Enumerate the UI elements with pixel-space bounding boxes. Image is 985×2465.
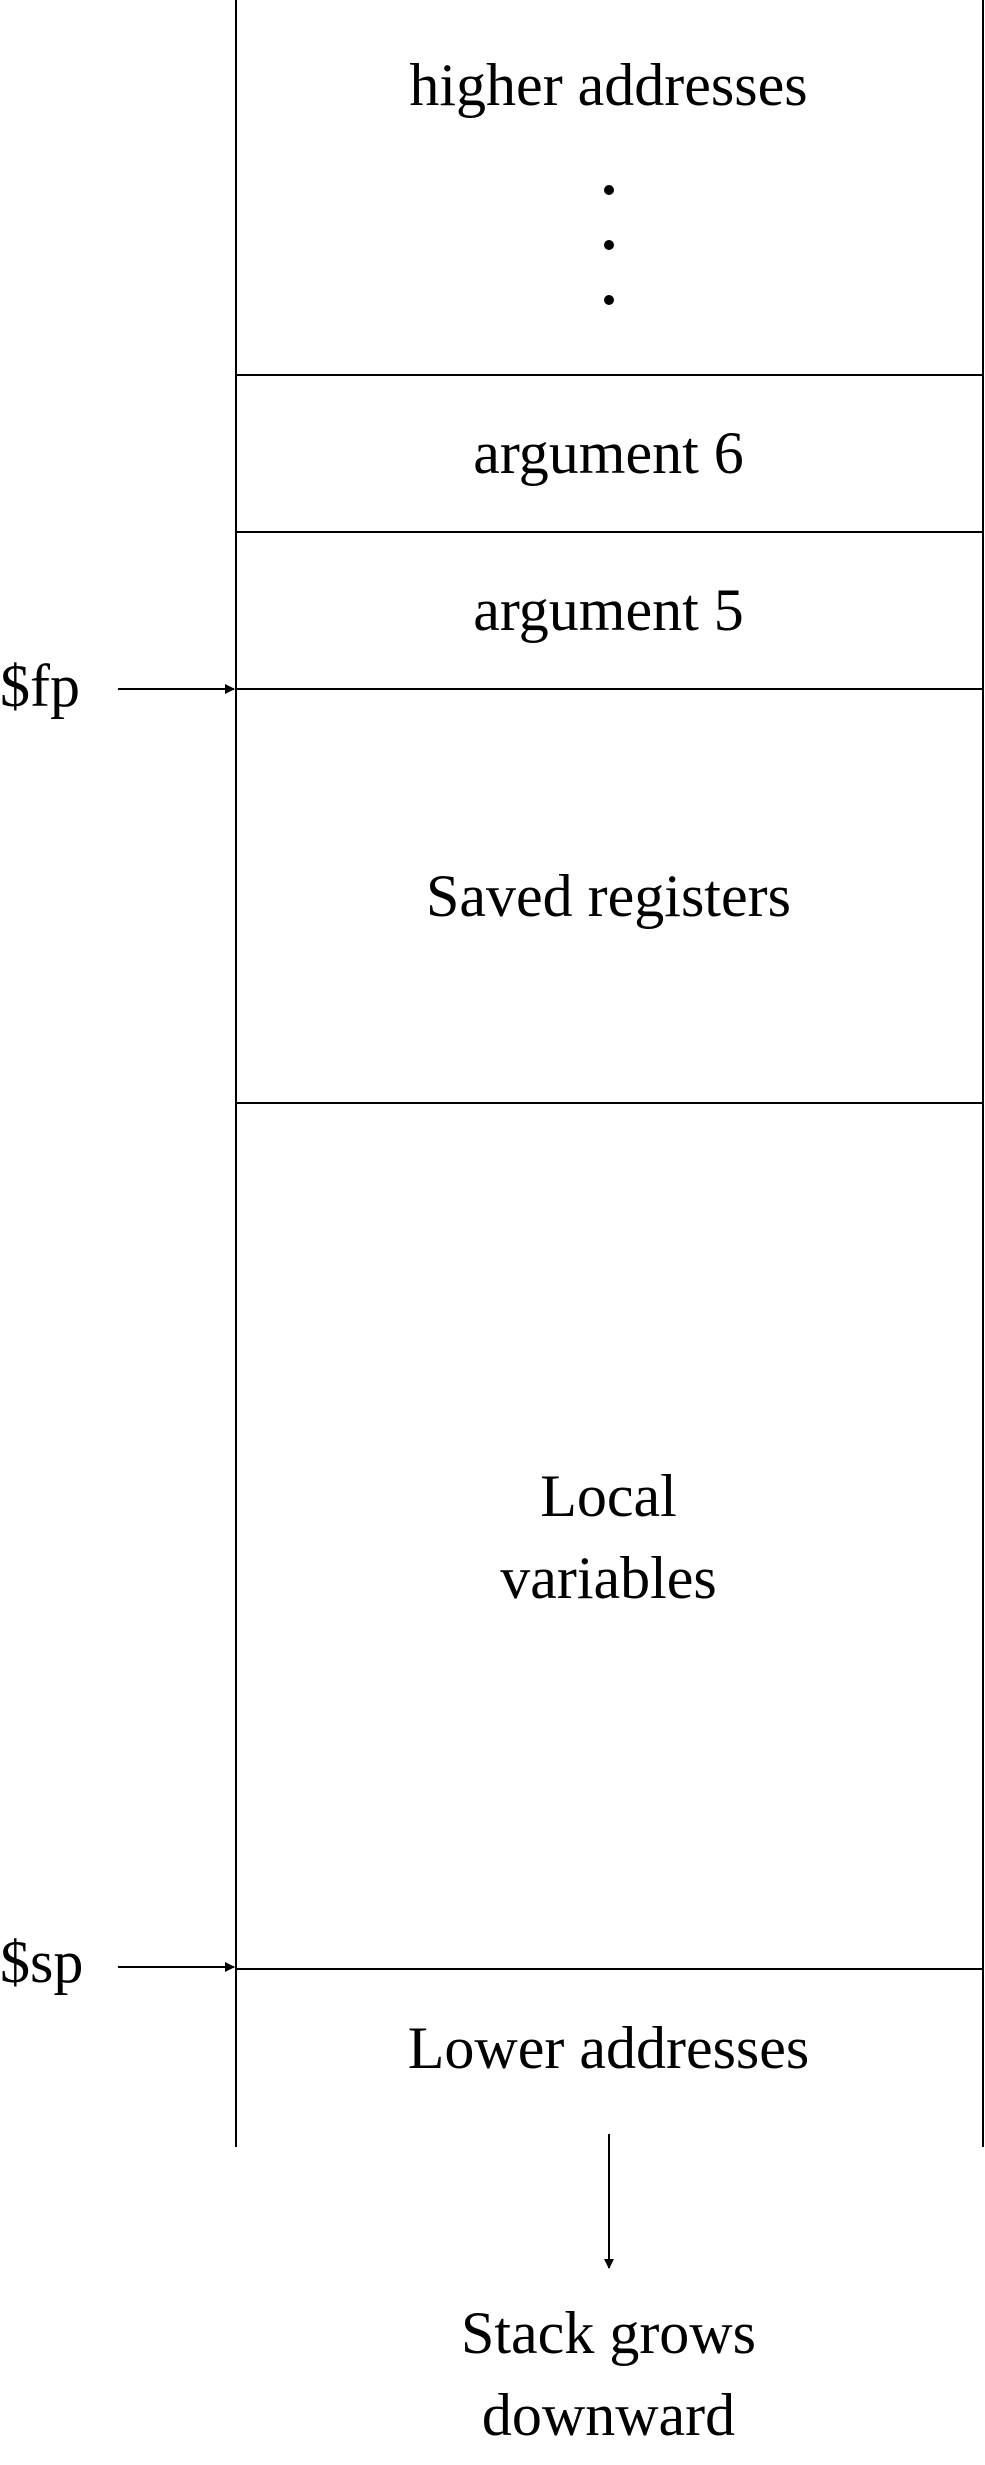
region-local-variables: Local variables <box>500 1463 717 1611</box>
region-argument-6: argument 6 <box>473 420 744 486</box>
region-lower-addresses: Lower addresses <box>407 2015 810 2081</box>
region-saved-registers: Saved registers <box>426 863 791 929</box>
stack-growth-caption: Stack grows downward <box>461 2300 756 2448</box>
region-argument-5: argument 5 <box>473 577 744 643</box>
sp-label: $sp <box>0 1929 84 1995</box>
fp-label: $fp <box>0 653 80 719</box>
ellipsis-dots <box>604 185 614 305</box>
region-higher-addresses: higher addresses <box>409 52 808 118</box>
